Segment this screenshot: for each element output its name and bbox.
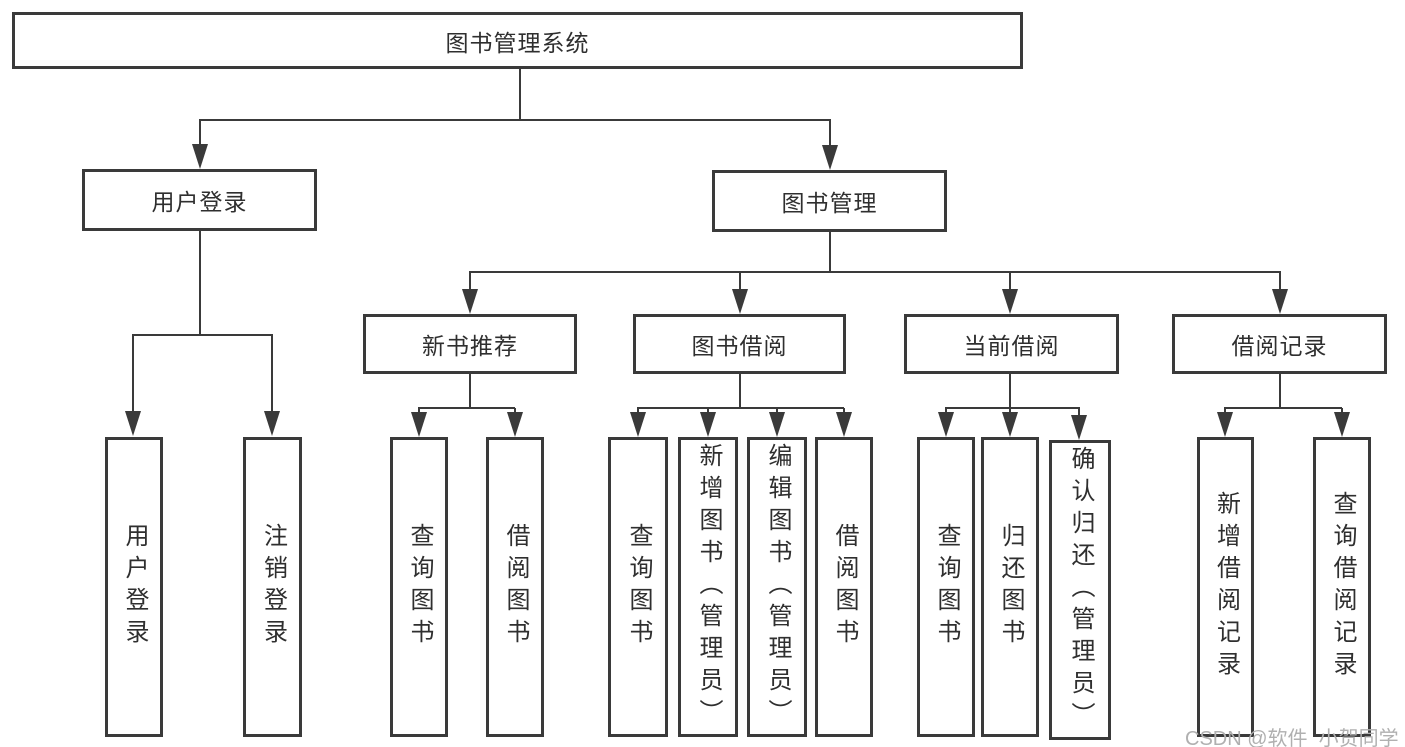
connector-line [199, 231, 201, 335]
connector-line [1009, 272, 1011, 290]
connector-line [707, 408, 709, 414]
connector-line [132, 335, 134, 412]
leaf-edit-books-admin-label: 编辑图书（管理员） [764, 443, 791, 731]
leaf-borrow-books-label: 借阅图书 [831, 523, 858, 651]
arrow-down-icon [1217, 412, 1233, 437]
arrow-down-icon [836, 412, 852, 437]
leaf-current-query-books: 查询图书 [917, 437, 975, 737]
connector-line [739, 374, 741, 408]
connector-line [271, 335, 273, 412]
arrow-down-icon [822, 145, 838, 170]
leaf-current-query-books-label: 查询图书 [933, 523, 960, 651]
connector-line [1009, 408, 1011, 414]
connector-line [843, 408, 845, 414]
leaf-add-borrow-record-label: 新增借阅记录 [1212, 491, 1240, 683]
connector-line [469, 374, 471, 408]
leaf-confirm-return-admin-label: 确认归还（管理员） [1067, 446, 1094, 734]
arrow-down-icon [1071, 415, 1087, 440]
arrow-down-icon [1002, 412, 1018, 437]
connector-line [1078, 408, 1080, 416]
leaf-borrow-query-books: 查询图书 [608, 437, 668, 737]
connector-line [1341, 408, 1343, 414]
leaf-recommend-borrow-books: 借阅图书 [486, 437, 544, 737]
connector-line [1009, 374, 1011, 408]
connector-line [945, 408, 947, 414]
arrow-down-icon [1272, 289, 1288, 314]
connector-line [637, 408, 639, 414]
connector-line [469, 271, 1281, 273]
arrow-down-icon [411, 412, 427, 437]
leaf-return-books-label: 归还图书 [997, 523, 1024, 651]
arrow-down-icon [769, 412, 785, 437]
leaf-add-books-admin-label: 新增图书（管理员） [695, 443, 722, 731]
connector-line [1279, 374, 1281, 408]
leaf-recommend-query-books-label: 查询图书 [406, 523, 433, 651]
arrow-down-icon [1002, 289, 1018, 314]
leaf-add-borrow-record: 新增借阅记录 [1197, 437, 1254, 737]
arrow-down-icon [264, 411, 280, 436]
node-user-login-label: 用户登录 [151, 189, 248, 215]
node-root: 图书管理系统 [12, 12, 1023, 69]
connector-line [1224, 408, 1226, 414]
arrow-down-icon [125, 411, 141, 436]
arrow-down-icon [700, 412, 716, 437]
connector-line [132, 334, 273, 336]
leaf-user-login: 用户登录 [105, 437, 163, 737]
connector-line [199, 120, 201, 146]
leaf-recommend-query-books: 查询图书 [390, 437, 448, 737]
arrow-down-icon [732, 289, 748, 314]
node-book-borrow: 图书借阅 [633, 314, 846, 374]
connector-line [418, 408, 420, 414]
connector-line [418, 407, 515, 409]
connector-line [829, 232, 831, 272]
node-borrow-records: 借阅记录 [1172, 314, 1387, 374]
leaf-borrow-books: 借阅图书 [815, 437, 873, 737]
leaf-query-borrow-record-label: 查询借阅记录 [1329, 491, 1356, 683]
leaf-edit-books-admin: 编辑图书（管理员） [747, 437, 807, 737]
connector-line [739, 272, 741, 290]
node-borrow-records-label: 借阅记录 [1231, 333, 1328, 359]
connector-line [945, 407, 1080, 409]
leaf-add-books-admin: 新增图书（管理员） [678, 437, 738, 737]
leaf-query-borrow-record: 查询借阅记录 [1313, 437, 1371, 737]
arrow-down-icon [938, 412, 954, 437]
arrow-down-icon [462, 289, 478, 314]
leaf-logout-label: 注销登录 [259, 523, 287, 651]
connector-line [519, 68, 521, 120]
csdn-watermark: CSDN @软件_小贺同学 [1185, 728, 1399, 747]
node-book-borrow-label: 图书借阅 [691, 333, 788, 359]
arrow-down-icon [192, 144, 208, 169]
connector-line [1279, 272, 1281, 290]
node-new-book-recommend: 新书推荐 [363, 314, 577, 374]
leaf-borrow-query-books-label: 查询图书 [625, 523, 652, 651]
connector-line [1224, 407, 1342, 409]
connector-line [637, 407, 844, 409]
connector-line [514, 408, 516, 414]
connector-line [829, 120, 831, 146]
arrow-down-icon [630, 412, 646, 437]
leaf-return-books: 归还图书 [981, 437, 1039, 737]
arrow-down-icon [1334, 412, 1350, 437]
node-book-management: 图书管理 [712, 170, 947, 232]
node-user-login: 用户登录 [82, 169, 317, 231]
node-new-book-recommend-label: 新书推荐 [422, 333, 518, 359]
leaf-recommend-borrow-books-label: 借阅图书 [502, 523, 529, 651]
connector-line [469, 272, 471, 290]
node-root-label: 图书管理系统 [445, 29, 590, 56]
connector-line [199, 119, 831, 121]
leaf-confirm-return-admin: 确认归还（管理员） [1049, 440, 1111, 740]
connector-line [776, 408, 778, 414]
arrow-down-icon [507, 412, 523, 437]
node-current-borrow: 当前借阅 [904, 314, 1119, 374]
node-book-management-label: 图书管理 [781, 190, 878, 216]
leaf-logout: 注销登录 [243, 437, 302, 737]
leaf-user-login-label: 用户登录 [121, 523, 148, 651]
node-current-borrow-label: 当前借阅 [963, 333, 1060, 359]
